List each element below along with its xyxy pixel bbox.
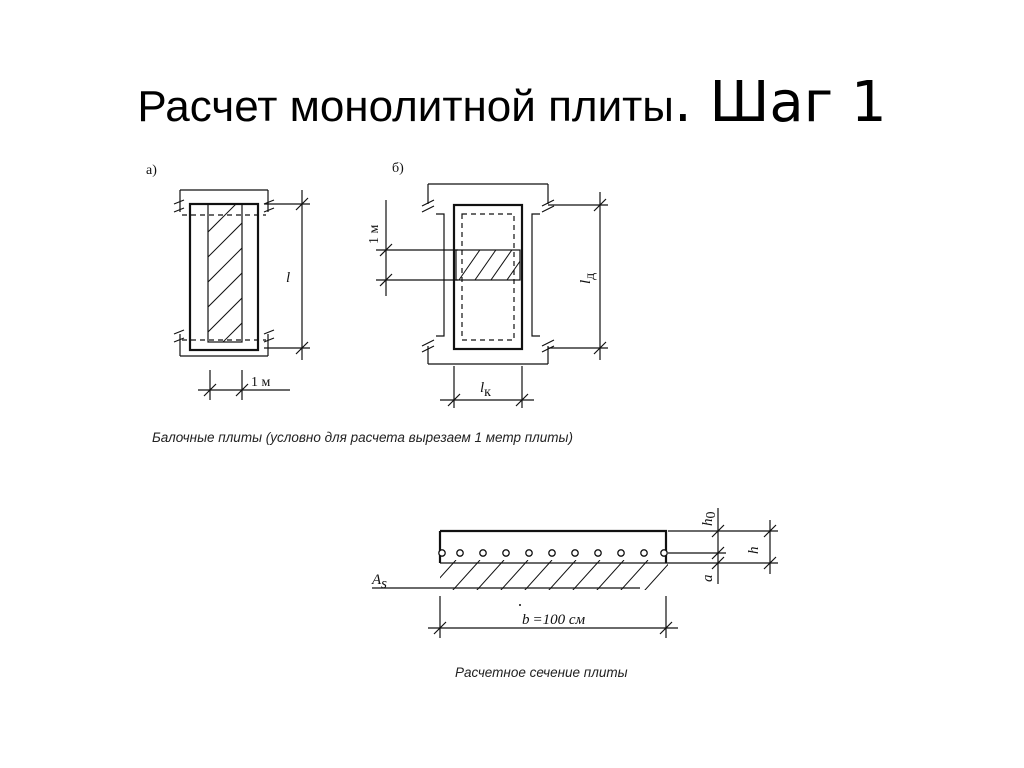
- strip-a: [207, 203, 243, 343]
- rebar: [640, 549, 648, 557]
- section-outline: [438, 529, 668, 563]
- figure-a-tag: а): [146, 163, 157, 178]
- h-label: h: [746, 547, 762, 555]
- break-marks-bottom: [173, 329, 275, 343]
- support-b-right: [531, 213, 540, 337]
- support-b-top: [427, 183, 549, 204]
- figure-a: а) l 1 м: [146, 163, 310, 400]
- strip-b: [455, 249, 521, 281]
- section-dim-ticks: [711, 524, 777, 570]
- dim-b-short-lines: [440, 366, 534, 408]
- rebar: [594, 549, 602, 557]
- as-label: As: [371, 572, 387, 592]
- break-marks-b-top: [421, 199, 555, 213]
- caption-bottom: Расчетное сечение плиты: [455, 665, 628, 680]
- figure-b: б) 1 м lд lк: [367, 161, 608, 408]
- rebar: [571, 549, 579, 557]
- slab-b-inner-dashed: [461, 213, 515, 341]
- dim-a-length-ticks: [295, 197, 309, 355]
- a-label: a: [700, 575, 716, 583]
- slide-title: Расчет монолитной плиты. Шаг 1: [0, 70, 1024, 135]
- slide-title-step: . Шаг 1: [673, 70, 887, 135]
- strip-b-hatch: [458, 250, 520, 280]
- dim-b-strip-ticks: [379, 243, 393, 287]
- dim-b-short-label: lк: [480, 380, 491, 400]
- h0-label: h0: [700, 512, 719, 527]
- dim-a-width-lines: [198, 370, 290, 400]
- figure-b-tag: б): [392, 161, 404, 176]
- support-b-left: [436, 213, 445, 337]
- dim-b-short-ticks: [447, 393, 529, 407]
- caption-top: Балочные плиты (условно для расчета выре…: [152, 430, 573, 445]
- dim-a-length-label: l: [286, 270, 290, 286]
- support-bottom: [179, 334, 269, 357]
- rebar: [548, 549, 556, 557]
- section-dot: [519, 604, 521, 606]
- slab-b-outline: [452, 203, 524, 351]
- rebar: [660, 549, 668, 557]
- rebar: [525, 549, 533, 557]
- dim-a-width-label: 1 м: [251, 375, 271, 390]
- break-marks-b-bottom: [421, 339, 555, 353]
- rebars: [438, 549, 668, 557]
- dim-b-long-ticks: [593, 198, 607, 355]
- rebar: [456, 549, 464, 557]
- rebar: [479, 549, 487, 557]
- dim-a-width-ticks: [203, 383, 249, 397]
- break-marks-top: [173, 199, 275, 213]
- support-top: [179, 189, 269, 212]
- dim-b-strip-label: 1 м: [367, 225, 382, 245]
- section-dim-extensions: [668, 530, 778, 564]
- dim-b-long-lines: [548, 192, 608, 360]
- section-hatch: [440, 560, 668, 590]
- rebar: [502, 549, 510, 557]
- slab-section: As h0 h a b =100 см: [371, 508, 778, 638]
- dim-b-long-label: lд: [578, 273, 598, 284]
- strip-a-hatch: [208, 204, 242, 342]
- slab-a-outline: [188, 202, 260, 352]
- section-width-label: b =100 см: [522, 612, 586, 628]
- section-dim-verticals: [717, 508, 771, 584]
- slide-title-main: Расчет монолитной плиты: [137, 82, 674, 131]
- section-width-ticks: [433, 621, 673, 635]
- section-width-lines: [428, 596, 678, 638]
- rebar: [438, 549, 446, 557]
- rebar: [617, 549, 625, 557]
